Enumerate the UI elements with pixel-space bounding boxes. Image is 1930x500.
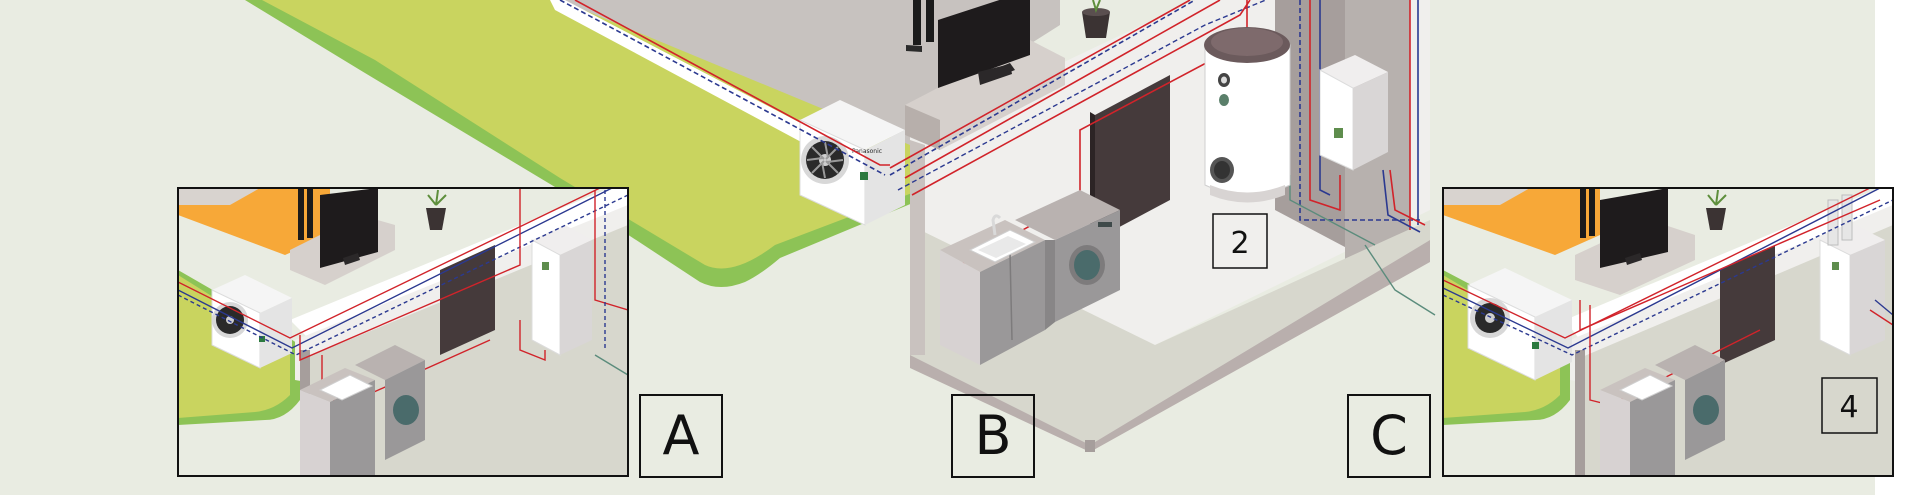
tile-floor: [910, 220, 1430, 445]
inset-a-laundry: [300, 345, 425, 476]
inset-a: [177, 187, 629, 477]
scenario-label-c: C: [1347, 394, 1431, 478]
callout-4-label: 4: [1839, 390, 1858, 425]
heat-pump-outdoor-unit-icon: Panasonic: [799, 100, 905, 226]
inset-a-heat-pump-outdoor-unit-icon: [211, 275, 292, 369]
inset-a-person-icon: [298, 188, 304, 240]
inset-c-wall-strip: [1565, 188, 1893, 340]
plant-icon: [1082, 0, 1110, 38]
callout-4-box: [1821, 377, 1878, 434]
callout-2-box: [1212, 213, 1268, 269]
inset-a-indoor-control-unit-icon: [531, 225, 592, 356]
inset-c-door: [1720, 245, 1775, 365]
inset-a-tv-icon: [320, 188, 378, 268]
inset-c-plant-icon: [1706, 189, 1727, 230]
inset-c-laundry: [1600, 345, 1725, 476]
hot-water-cylinder-icon: [1204, 27, 1291, 203]
indoor-control-unit-icon: [1319, 55, 1388, 171]
inset-c-tv-icon: [1600, 188, 1668, 268]
inset-a-frame: [177, 187, 629, 477]
wall-cut: [910, 140, 925, 355]
callout-2-label: 2: [1230, 226, 1249, 261]
washing-machine-icon: [1015, 190, 1120, 330]
inset-a-plant-icon: [426, 189, 447, 230]
person-icon: [906, 0, 934, 52]
sink-icon: [968, 214, 1037, 263]
tv-icon: [938, 0, 1030, 88]
inset-c-person-icon: [1580, 188, 1586, 238]
inset-c-frame: [1442, 187, 1894, 477]
scenario-c-text: C: [1370, 404, 1408, 467]
upper-wall: [560, 0, 1060, 145]
inset-c: 4: [1442, 187, 1894, 477]
svg-text:Panasonic: Panasonic: [852, 148, 882, 155]
scenario-label-b: B: [951, 394, 1035, 478]
main-scene: Panasonic: [245, 0, 1436, 452]
inset-c-sink-icon: [1618, 374, 1674, 401]
laundry-area: [940, 190, 1120, 365]
inset-a-door: [440, 245, 495, 355]
inset-a-sink-icon: [318, 374, 374, 401]
scenario-label-a: A: [639, 394, 723, 478]
door: [1095, 75, 1170, 240]
scenario-a-text: A: [663, 404, 700, 467]
inset-c-indoor-control-unit-icon: [1819, 194, 1885, 356]
tv-console: [905, 40, 1065, 150]
inset-c-heat-pump-outdoor-unit-icon: [1467, 268, 1572, 381]
scenario-b-text: B: [974, 404, 1011, 467]
